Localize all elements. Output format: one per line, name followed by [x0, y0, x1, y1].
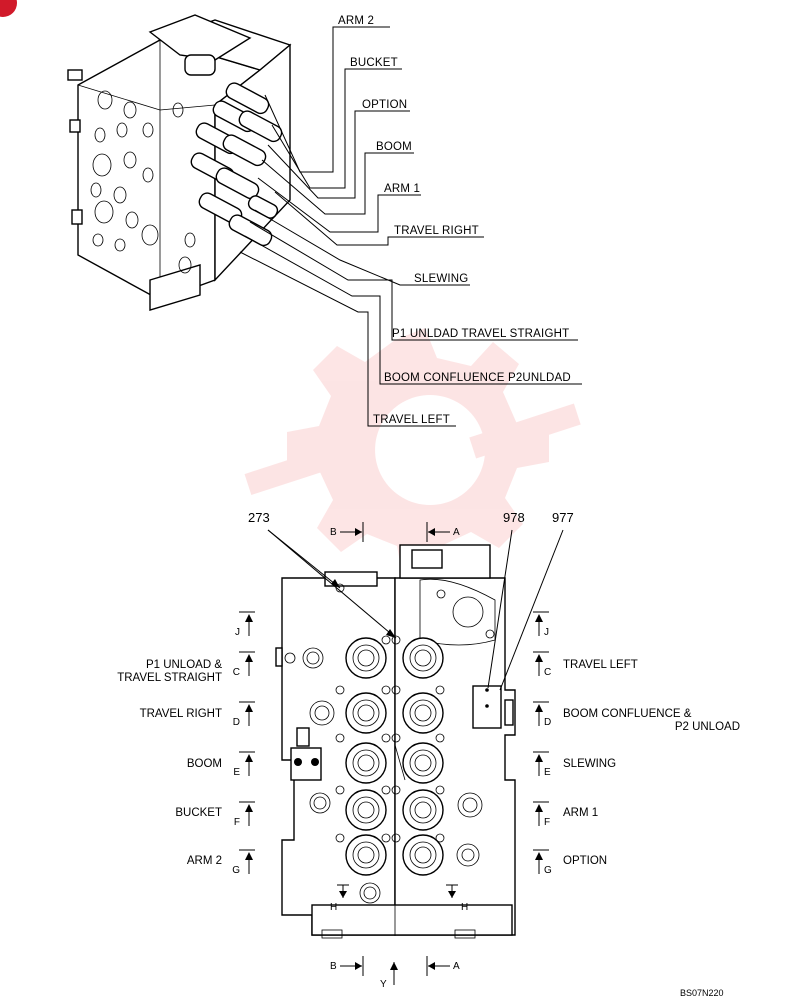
- spool-cap: [345, 742, 387, 784]
- right-label-2-line-2: P2 UNLOAD: [675, 721, 740, 733]
- top-label-6: TRAVEL RIGHT: [394, 225, 479, 237]
- left-label-5-line-1: ARM 2: [187, 855, 222, 867]
- top-label-5: ARM 1: [384, 183, 420, 195]
- section-marker-j-right: J: [544, 627, 549, 638]
- spool-cap: [345, 834, 387, 876]
- right-label-2-line-1: BOOM CONFLUENCE &: [563, 708, 692, 720]
- top-label-10: TRAVEL LEFT: [373, 414, 450, 426]
- spool-cap: [345, 637, 387, 679]
- spool-cap: [402, 789, 444, 831]
- section-marker-f-right: F: [544, 817, 550, 828]
- section-marker-e-left: E: [233, 767, 240, 778]
- view-marker-a-top: A: [453, 527, 460, 538]
- section-marker-g-left: G: [232, 865, 240, 876]
- left-label-1-line-2: TRAVEL STRAIGHT: [117, 672, 222, 684]
- view-marker-b-top: B: [330, 527, 337, 538]
- valve-front-view: [275, 544, 516, 939]
- section-marker-e-right: E: [544, 767, 551, 778]
- right-label-3-line-1: SLEWING: [563, 758, 616, 770]
- view-marker-b-bottom: B: [330, 961, 337, 972]
- left-side-labels: J C D E F G P1 UNLOAD &TRAVEL STRAIGHT TRAVEL R…: [117, 611, 255, 876]
- valve-isometric-view: [67, 14, 292, 311]
- section-marker-d-left: D: [233, 717, 240, 728]
- view-markers: B A B A Y H H: [330, 522, 468, 990]
- spool-cap: [402, 834, 444, 876]
- part-callouts: 273 978 977: [248, 510, 574, 691]
- top-label-3: OPTION: [362, 99, 407, 111]
- left-label-3-line-1: BOOM: [187, 758, 222, 770]
- top-label-4: BOOM: [376, 141, 412, 153]
- spool-cap: [402, 692, 444, 734]
- right-label-4-line-1: ARM 1: [563, 807, 598, 819]
- top-label-group: ARM 2 BUCKET OPTION BOOM ARM 1 TRAVEL RIGHT SL…: [338, 15, 571, 426]
- section-marker-g-right: G: [544, 865, 552, 876]
- section-marker-j-left: J: [235, 627, 240, 638]
- part-number-977: 977: [552, 510, 574, 525]
- section-marker-d-right: D: [544, 717, 551, 728]
- corner-badge: [0, 0, 17, 17]
- drawing-reference: BS07N220: [680, 988, 724, 998]
- right-label-5-line-1: OPTION: [563, 855, 607, 867]
- right-label-1-line-1: TRAVEL LEFT: [563, 659, 638, 671]
- top-label-8: P1 UNLDAD TRAVEL STRAIGHT: [392, 328, 569, 340]
- part-number-978: 978: [503, 510, 525, 525]
- view-marker-h-left: H: [330, 902, 337, 913]
- top-label-7: SLEWING: [414, 273, 468, 285]
- part-number-273: 273: [248, 510, 270, 525]
- view-marker-h-right: H: [461, 902, 468, 913]
- top-label-9: BOOM CONFLUENCE P2UNLDAD: [384, 372, 571, 384]
- spool-cap: [402, 637, 444, 679]
- top-label-1: ARM 2: [338, 15, 374, 27]
- leader-lines: [239, 26, 582, 427]
- spool-cap: [345, 789, 387, 831]
- spool-cap: [402, 742, 444, 784]
- view-marker-a-bottom: A: [453, 961, 460, 972]
- top-label-2: BUCKET: [350, 57, 398, 69]
- spool-cap: [345, 692, 387, 734]
- left-label-4-line-1: BUCKET: [175, 807, 222, 819]
- section-marker-c-left: C: [233, 667, 240, 678]
- watermark-gear-icon: [244, 328, 581, 578]
- left-label-1-line-1: P1 UNLOAD &: [146, 659, 222, 671]
- right-side-labels: J C D E F G TRAVEL LEFT BOOM CONFLUENCE &P2 UNL…: [533, 611, 740, 876]
- section-marker-c-right: C: [544, 667, 551, 678]
- left-label-2-line-1: TRAVEL RIGHT: [140, 708, 222, 720]
- view-marker-y: Y: [380, 979, 387, 990]
- section-marker-f-left: F: [234, 817, 240, 828]
